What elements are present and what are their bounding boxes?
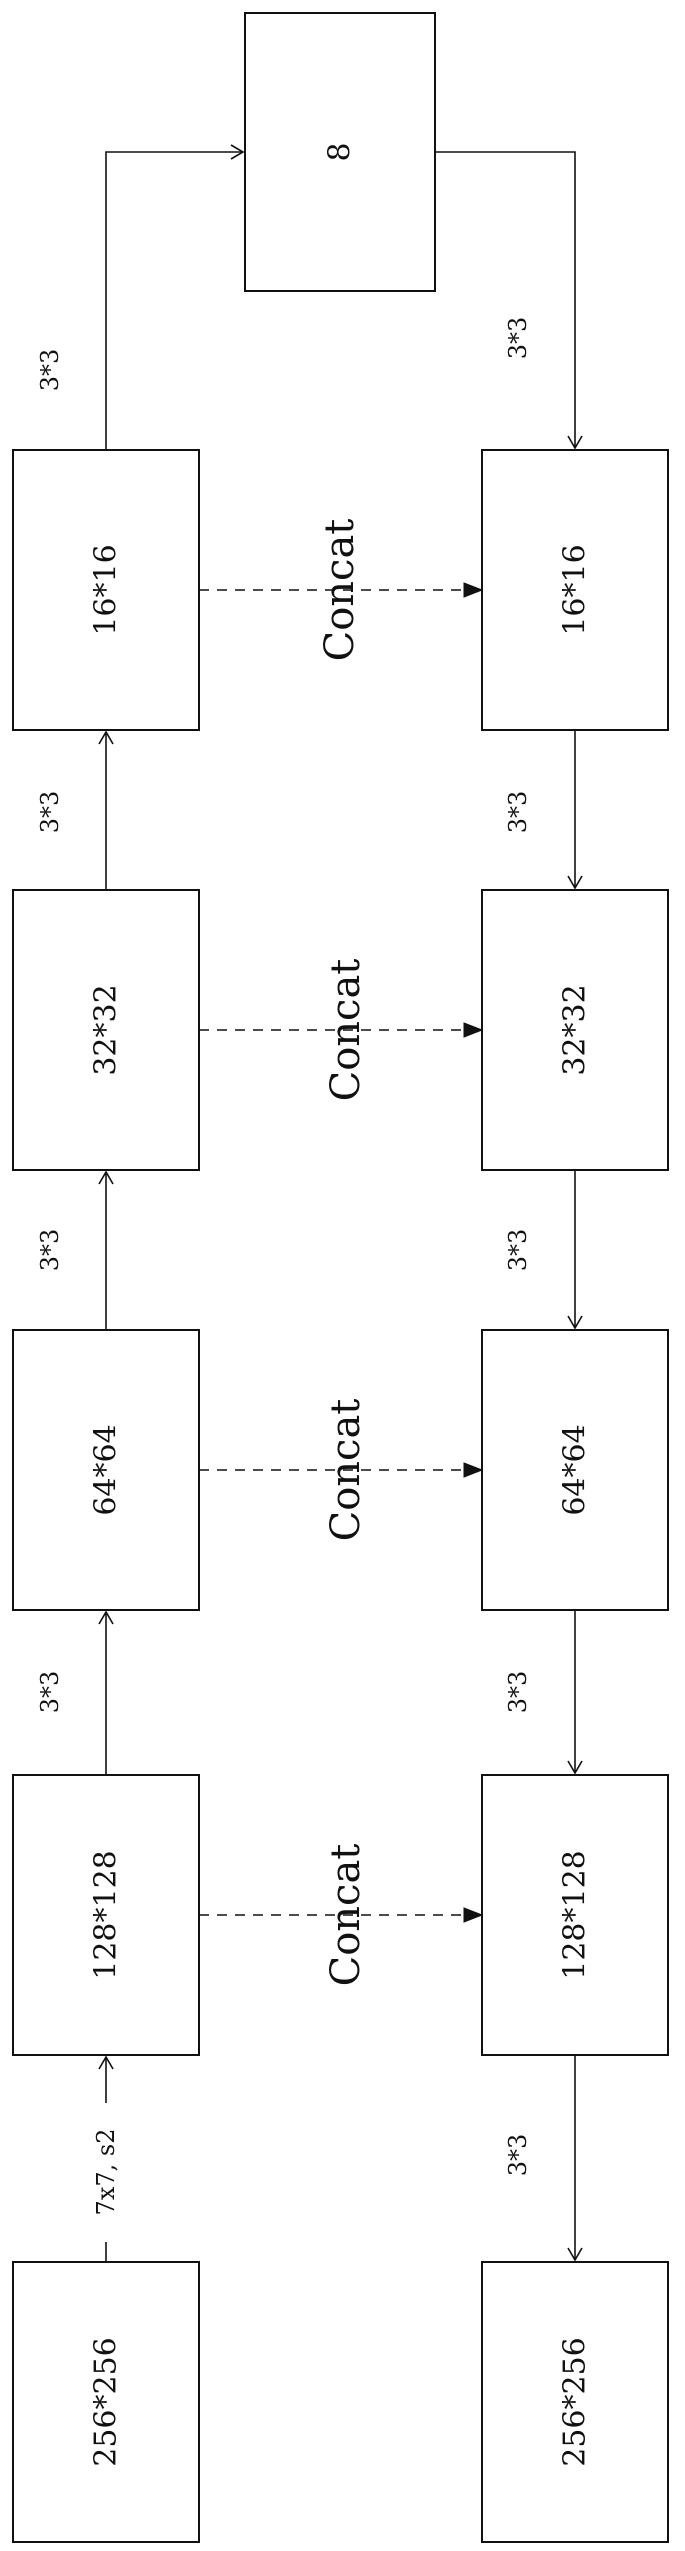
node-decoder-level3 (481, 889, 669, 1171)
node-encoder-level4-label: 16*16 (89, 544, 124, 635)
node-decoder-level1-label: 128*128 (558, 1850, 593, 1980)
node-decoder-level2-label: 64*64 (558, 1424, 593, 1515)
skip-label-level4: Concat (317, 519, 363, 662)
node-encoder-input (12, 2261, 200, 2543)
arrowhead-enc-1-2 (98, 1610, 114, 1625)
edge-enc-to-bottleneck-label: 3*3 (36, 349, 64, 392)
node-encoder-level2 (12, 1329, 200, 1611)
edge-bottleneck-to-dec-label: 3*3 (504, 317, 532, 360)
arrowhead-bottleneck-to-dec (567, 435, 583, 450)
decoder-edges: 3*3 3*3 3*3 3*3 3*3 (435, 151, 583, 2262)
node-encoder-level3-label: 32*32 (89, 984, 124, 1075)
bottleneck: 8 (244, 12, 436, 292)
arrowhead-dec-1-out (567, 2247, 583, 2262)
arrowhead-enc-to-bottleneck (230, 144, 245, 160)
node-decoder-level2 (481, 1329, 669, 1611)
skip-label-level3: Concat (323, 959, 369, 1102)
node-encoder-level1-label: 128*128 (89, 1850, 124, 1980)
skip-label-level2: Concat (323, 1399, 369, 1542)
edge-enc-3-4-label: 3*3 (36, 791, 64, 834)
edge-bottleneck-to-dec (435, 151, 576, 448)
edge-enc-to-bottleneck (105, 151, 243, 450)
skip-arrowhead-level4 (463, 582, 484, 598)
arrowhead-dec-4-3 (567, 875, 583, 890)
node-decoder-output-label: 256*256 (558, 2337, 593, 2467)
node-encoder-level4 (12, 449, 200, 731)
skip-arrowhead-level2 (463, 1462, 484, 1478)
arrowhead-dec-3-2 (567, 1315, 583, 1330)
node-bottleneck (244, 12, 436, 292)
node-decoder-output (481, 2261, 669, 2543)
node-encoder-input-label: 256*256 (89, 2337, 124, 2467)
node-decoder-level3-label: 32*32 (558, 984, 593, 1075)
node-decoder-level4 (481, 449, 669, 731)
node-encoder-level2-label: 64*64 (89, 1424, 124, 1515)
edge-dec-2-1-label: 3*3 (504, 1671, 532, 1714)
decoder-column: 16*16 32*32 64*64 128*128 256*256 (481, 449, 669, 2543)
node-encoder-level3 (12, 889, 200, 1171)
edge-dec-1-out-label: 3*3 (504, 2134, 532, 2177)
skip-arrowhead-level1 (463, 1907, 484, 1923)
arrowhead-stem (98, 2055, 114, 2070)
edge-enc-2-3-label: 3*3 (36, 1229, 64, 1272)
skip-arrowhead-level3 (463, 1022, 484, 1038)
edge-dec-4-3-label: 3*3 (504, 791, 532, 834)
skip-label-level1: Concat (323, 1844, 369, 1987)
edge-stem-label: 7x7, s2 (92, 2129, 120, 2216)
arrowhead-enc-2-3 (98, 1170, 114, 1185)
node-decoder-level1 (481, 1774, 669, 2056)
node-bottleneck-label: 8 (323, 142, 358, 161)
encoder-edges: 7x7, s2 3*3 3*3 3*3 3*3 (36, 144, 245, 2262)
arrowhead-dec-2-1 (567, 1760, 583, 1775)
edge-dec-3-2-label: 3*3 (504, 1229, 532, 1272)
skip-connections: Concat Concat Concat Concat (199, 519, 484, 1987)
encoder-column: 256*256 128*128 64*64 32*32 16*16 (12, 449, 200, 2543)
node-decoder-level4-label: 16*16 (558, 544, 593, 635)
edge-enc-1-2-label: 3*3 (36, 1671, 64, 1714)
arrowhead-enc-3-4 (98, 730, 114, 745)
